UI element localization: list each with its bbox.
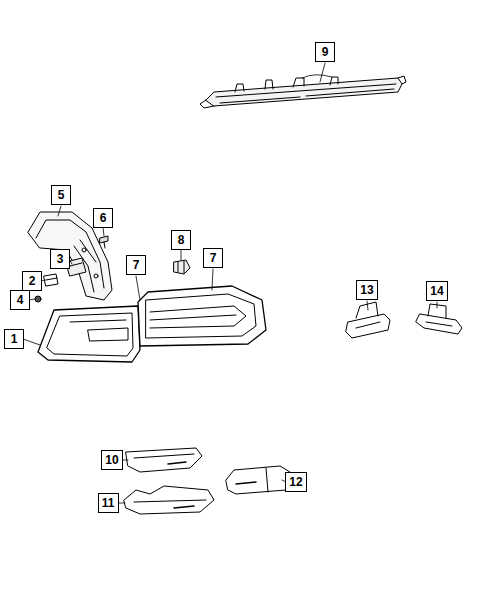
nut <box>35 296 41 302</box>
licence-lamp <box>416 304 462 334</box>
callout-box: 2 <box>22 271 42 291</box>
callout-number: 3 <box>57 253 64 265</box>
callout-number: 9 <box>322 46 329 58</box>
callout-box: 1 <box>4 329 24 349</box>
callout-box: 7 <box>203 248 223 268</box>
bulb <box>44 274 58 286</box>
reflector <box>226 466 290 494</box>
callout-box: 14 <box>426 281 448 301</box>
stop-lamp <box>200 75 406 108</box>
callout-number: 8 <box>178 234 185 246</box>
callout-number: 2 <box>29 275 36 287</box>
callout-box: 3 <box>50 249 70 269</box>
callout-box: 10 <box>101 450 123 470</box>
outer-tail-lamp <box>38 306 140 362</box>
callout-box: 6 <box>93 208 113 228</box>
callout-number: 11 <box>102 497 115 509</box>
callout-box: 7 <box>126 255 146 275</box>
callout-box: 9 <box>315 42 335 62</box>
callout-number: 7 <box>210 252 217 264</box>
callout-number: 4 <box>17 294 24 306</box>
inner-tail-lamp <box>138 286 266 346</box>
callout-box: 4 <box>10 290 30 310</box>
callout-number: 12 <box>289 476 302 488</box>
callout-number: 6 <box>100 212 107 224</box>
leader-lines <box>23 63 437 503</box>
socket <box>174 260 190 274</box>
callout-number: 14 <box>430 285 443 297</box>
callout-box: 13 <box>356 280 378 300</box>
callout-number: 13 <box>360 284 373 296</box>
callout-number: 1 <box>11 333 18 345</box>
screw <box>100 236 108 248</box>
callout-number: 7 <box>133 259 140 271</box>
callout-box: 12 <box>285 472 307 492</box>
reflector <box>126 448 202 472</box>
reflector <box>124 486 214 514</box>
callout-box: 5 <box>51 185 71 205</box>
callout-number: 5 <box>58 189 65 201</box>
callout-box: 11 <box>98 493 119 513</box>
callout-number: 10 <box>105 454 118 466</box>
licence-lamp <box>346 302 390 338</box>
callout-box: 8 <box>171 230 191 250</box>
